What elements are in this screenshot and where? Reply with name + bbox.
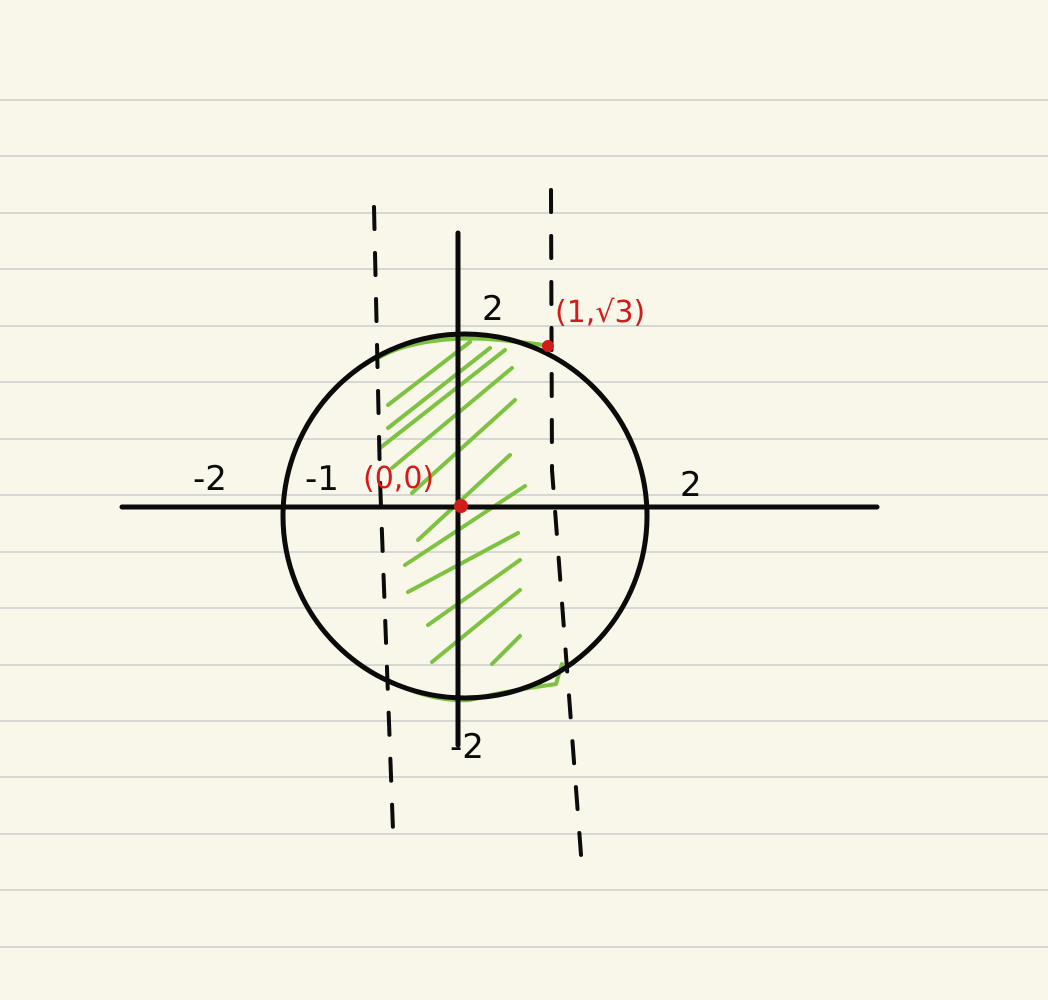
y-bottom-label: -2 [450,727,484,767]
shade-hatch [378,348,507,450]
shade-hatch [386,346,492,430]
shade-hatch [490,634,522,666]
dashed-line-x-1 [549,188,584,870]
x-right-label: 2 [680,465,702,505]
shade-hatch [390,366,514,470]
y-top-label: 2 [482,289,504,329]
point-label: (1,√3) [555,295,645,330]
x-left-label: -2 [193,459,227,499]
axes [119,230,880,748]
shade-hatch [406,531,520,594]
point-1-sqrt3 [542,340,554,352]
shade-hatch [426,558,522,627]
origin-label: (0,0) [363,461,434,496]
dashed-lines [372,188,584,870]
dashed-line-x-minus-1 [372,205,395,832]
shade-hatch [410,398,517,495]
ruled-lines [0,99,1048,948]
shade-hatch [430,588,522,664]
shade-top-edge [378,336,550,359]
shade-hatch [416,453,512,542]
circle-radius-2 [280,331,650,701]
x-minus-one-label: -1 [305,459,339,499]
shade-hatch [403,484,527,567]
origin-point [454,499,468,513]
